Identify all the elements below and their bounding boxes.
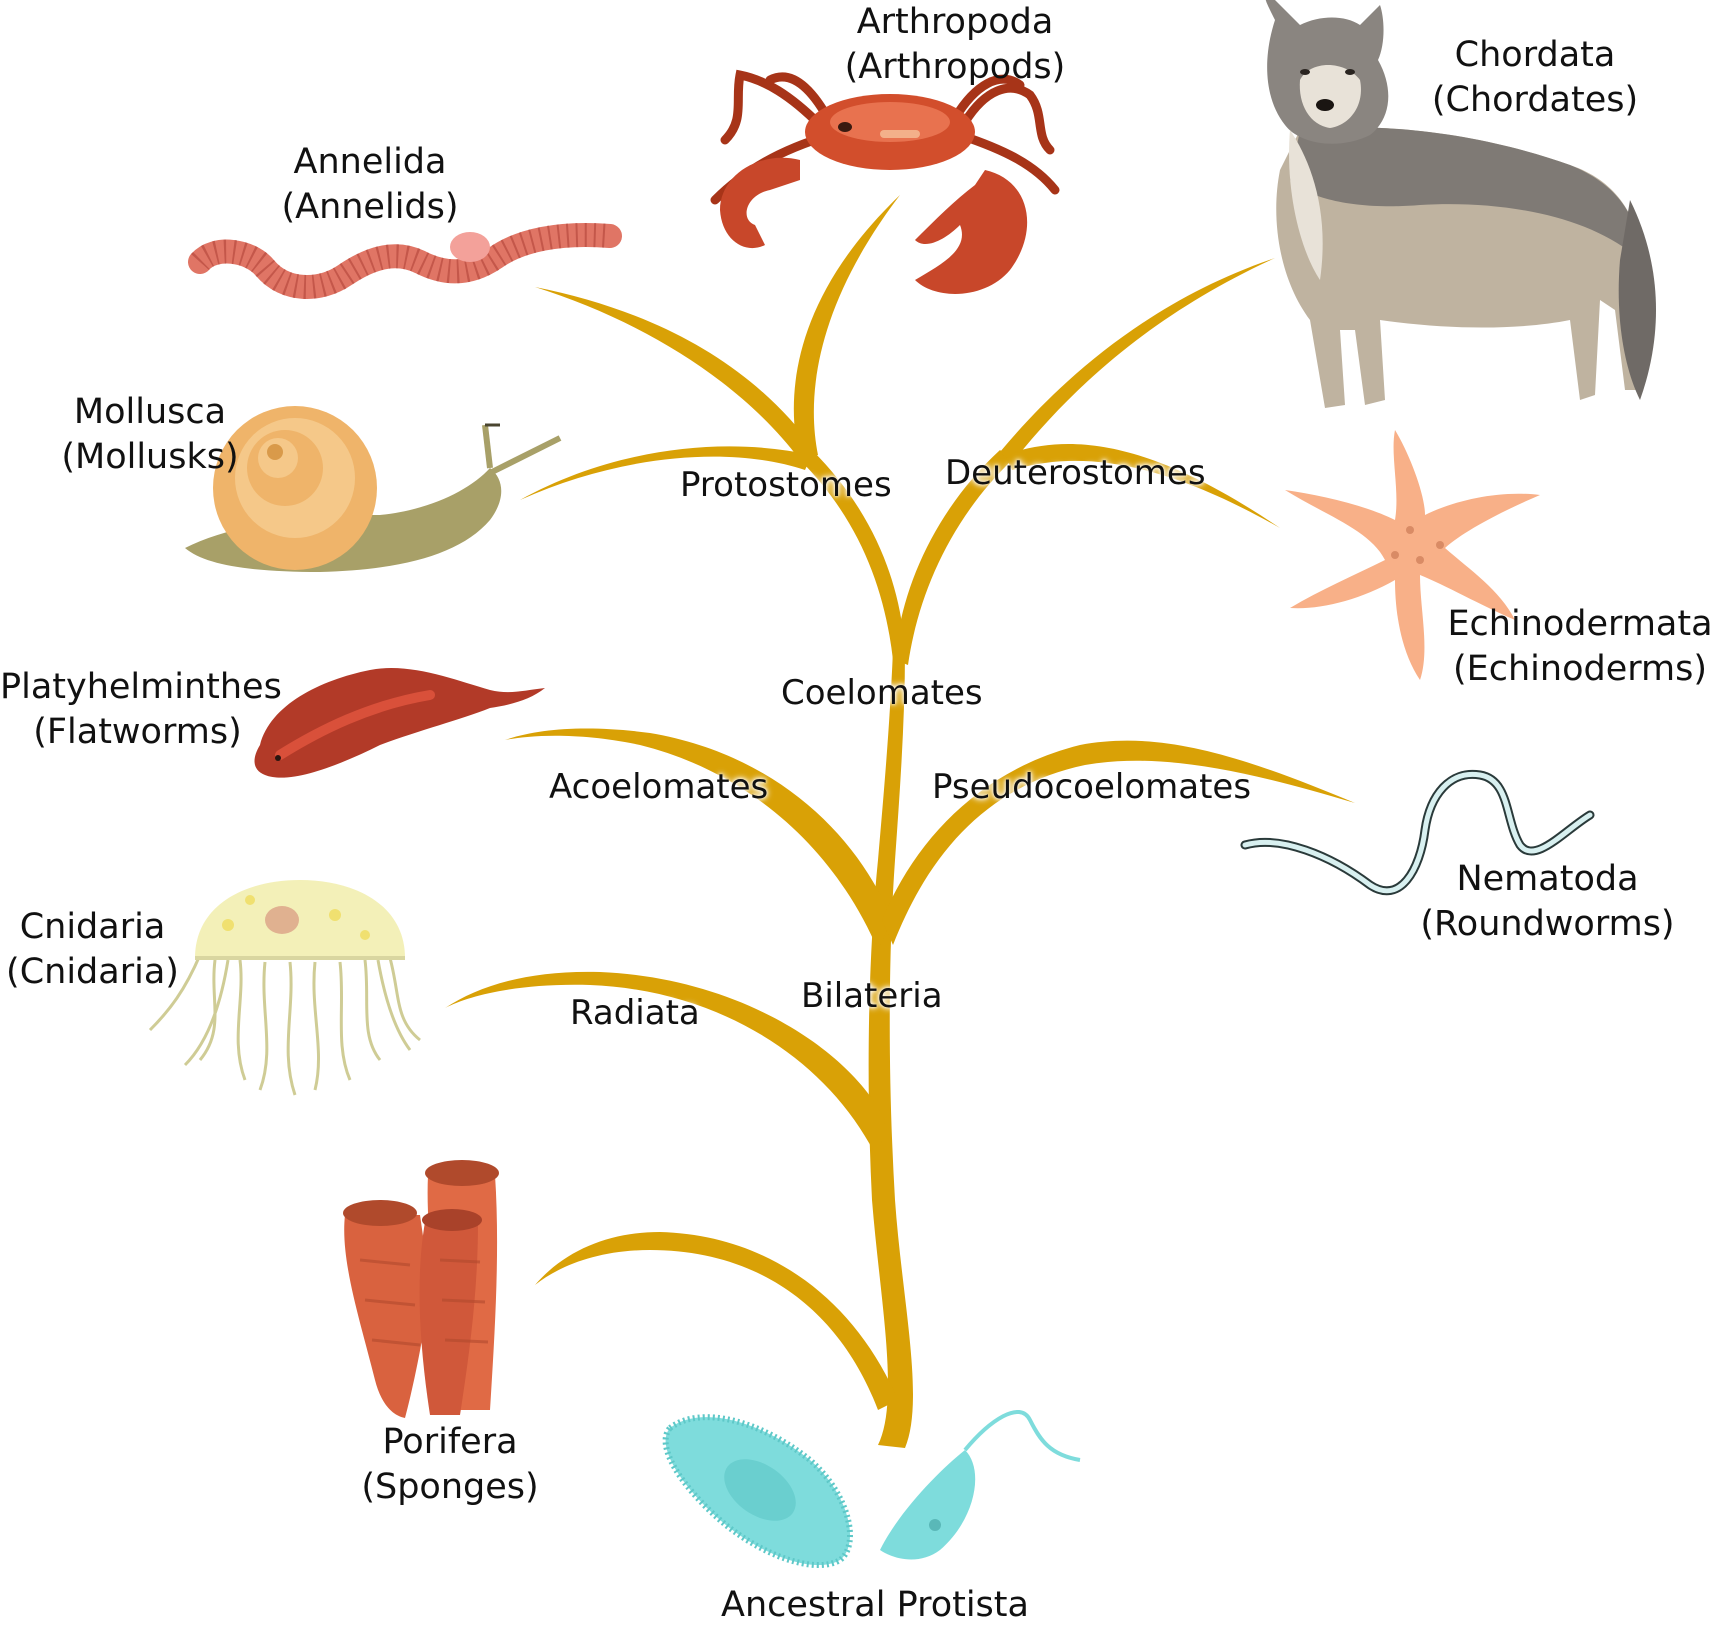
branch-porifera [535,1232,898,1410]
node-coelomates: Coelomates [781,673,983,713]
node-acoelomates: Acoelomates [549,767,769,807]
earthworm-icon [188,222,622,299]
taxon-name: Mollusca [73,392,227,432]
taxon-common-name: (Roundworms) [1420,904,1675,944]
branch-radiata [445,971,885,1160]
node-pseudocoelomates: Pseudocoelomates [932,767,1252,807]
snail-icon [185,406,562,572]
taxon-name: Nematoda [1456,859,1639,899]
branch-protostomes [800,450,905,660]
taxon-name: Echinodermata [1447,604,1713,644]
taxon-common-name: (Annelids) [281,187,459,227]
taxon-annelida: Annelida (Annelids) [245,140,495,230]
node-deuterostomes: Deuterostomes [945,453,1206,493]
taxon-echinodermata: Echinodermata (Echinoderms) [1445,602,1715,692]
branch-arthropoda [793,195,900,460]
taxon-name: Chordata [1454,35,1616,75]
roundworm-icon [1240,769,1595,896]
taxon-platyhelminthes: Platyhelminthes (Flatworms) [0,665,282,755]
tree-branches [445,195,1355,1448]
taxon-porifera: Porifera (Sponges) [350,1420,550,1510]
taxon-common-name: (Echinoderms) [1452,649,1708,689]
root-name: Ancestral Protista [721,1585,1029,1625]
taxon-common-name: (Mollusks) [61,437,239,477]
crab-icon [710,69,1060,294]
taxon-name: Annelida [293,142,447,182]
branch-echinodermata [1005,443,1280,528]
branch-chordata [1000,258,1275,463]
node-protostomes: Protostomes [680,465,892,505]
flatworm-icon [254,668,545,778]
protist-icon [662,1410,1081,1568]
taxon-nematoda: Nematoda (Roundworms) [1410,857,1685,947]
taxon-common-name: (Flatworms) [33,712,242,752]
jellyfish-icon [148,880,421,1096]
branch-mollusca [520,446,812,500]
taxon-name: Porifera [382,1422,518,1462]
trunk [868,650,913,1448]
taxon-common-name: (Cnidaria) [6,952,179,992]
branch-annelida [535,287,815,460]
taxon-cnidaria: Cnidaria (Cnidaria) [0,905,185,995]
branch-acoelomates [505,728,892,950]
root-label: Ancestral Protista [700,1583,1050,1628]
node-bilateria: Bilateria [801,976,943,1016]
wolf-icon [1265,0,1657,409]
taxon-name: Platyhelminthes [0,667,282,707]
taxon-common-name: (Sponges) [361,1467,539,1507]
sponge-icon [343,1160,499,1418]
taxon-chordata: Chordata (Chordates) [1400,33,1670,123]
taxon-common-name: (Arthropods) [844,47,1066,87]
taxon-mollusca: Mollusca (Mollusks) [15,390,285,480]
branch-pseudocoelomates [882,740,1355,945]
branch-deuterostomes [895,450,1012,665]
starfish-icon [1285,430,1540,680]
taxon-common-name: (Chordates) [1431,80,1639,120]
taxon-name: Cnidaria [19,907,166,947]
taxon-name: Arthropoda [856,2,1054,42]
taxon-arthropoda: Arthropoda (Arthropods) [820,0,1090,90]
node-radiata: Radiata [570,993,700,1033]
